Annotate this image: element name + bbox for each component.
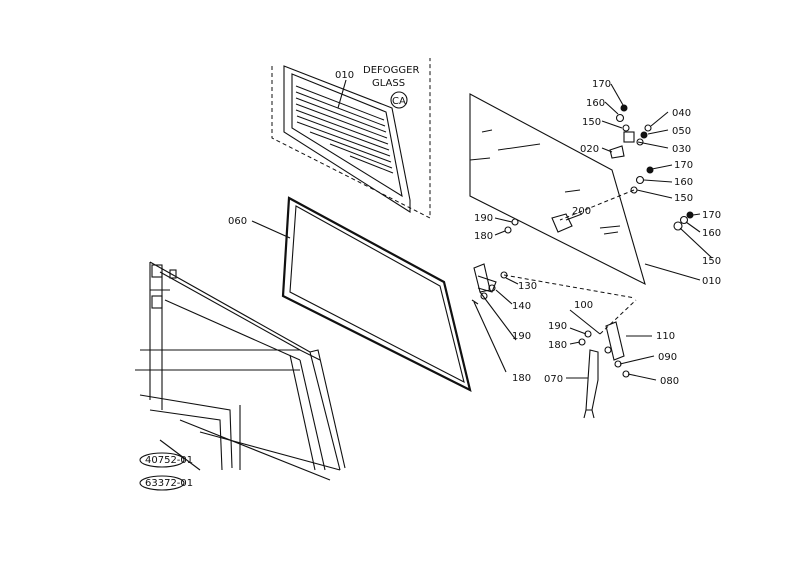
label-180-lower: 180 [512, 373, 531, 384]
label-110: 110 [656, 331, 675, 342]
label-170-mid: 170 [674, 160, 693, 171]
label-190-upper: 190 [474, 213, 493, 224]
defogger-heater-lines [295, 85, 394, 174]
middle-fastener-group: 170 160 150 [559, 160, 693, 221]
label-070: 070 [544, 374, 563, 385]
label-080: 080 [660, 376, 679, 387]
label-050: 050 [672, 126, 691, 137]
label-160-mid: 160 [674, 177, 693, 188]
label-150-top: 150 [582, 117, 601, 128]
defogger-title-line1: DEFOGGER [363, 65, 419, 76]
gas-strut-group: 100 190 180 110 090 080 070 [544, 299, 679, 419]
reference-1: 40752-01 [145, 455, 193, 466]
label-130: 130 [518, 281, 537, 292]
defogger-glass-frame [283, 65, 411, 214]
defogger-title-line2: GLASS [372, 78, 405, 89]
label-160-top: 160 [586, 98, 605, 109]
label-180-strut: 180 [548, 340, 567, 351]
label-090: 090 [658, 352, 677, 363]
label-170-top: 170 [592, 79, 611, 90]
right-fastener-group: 170 160 150 [673, 210, 721, 267]
weatherstrip-060: 060 [228, 196, 472, 393]
label-020: 020 [580, 144, 599, 155]
label-060: 060 [228, 216, 247, 227]
label-030: 030 [672, 144, 691, 155]
label-140: 140 [512, 301, 531, 312]
lower-hinge-group: 130 140 190 180 [471, 263, 636, 384]
label-100: 100 [574, 300, 593, 311]
label-200: 200 [572, 206, 591, 217]
defogger-part-number: 010 [335, 70, 354, 81]
label-010: 010 [702, 276, 721, 287]
label-180-upper: 180 [474, 231, 493, 242]
label-150-mid: 150 [674, 193, 693, 204]
ca-badge-circle [390, 91, 408, 109]
label-190-strut: 190 [548, 321, 567, 332]
cab-frame [135, 261, 346, 481]
ca-badge-text: CA [392, 96, 406, 107]
label-150-right: 150 [702, 256, 721, 267]
label-160-right: 160 [702, 228, 721, 239]
label-190-lower: 190 [512, 331, 531, 342]
bracket-110 [605, 321, 625, 361]
window-glass-010: 010 [469, 93, 721, 287]
latch-200-group: 190 180 200 [474, 206, 591, 242]
label-170-right: 170 [702, 210, 721, 221]
gas-strut-070 [585, 349, 599, 411]
defogger-inset: 010 DEFOGGER GLASS CA [271, 58, 431, 219]
label-040: 040 [672, 108, 691, 119]
upper-hinge-group: 170 160 150 020 040 050 030 [580, 79, 691, 159]
reference-2: 63372-01 [145, 478, 193, 489]
reference-tags: 40752-01 63372-01 [139, 452, 193, 491]
